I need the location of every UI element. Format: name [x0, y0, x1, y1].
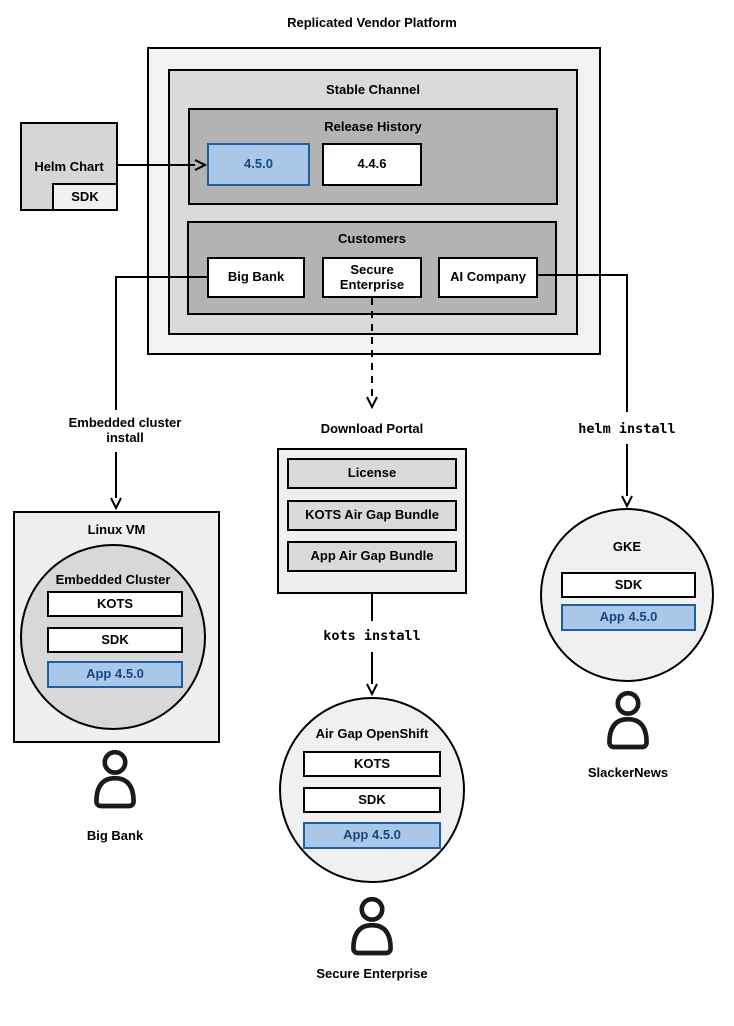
embedded-cluster-app-box: App 4.5.0 [47, 661, 183, 688]
customer-ai-company: AI Company [438, 257, 538, 298]
embedded-cluster-install-label: Embedded cluster install [68, 415, 182, 446]
big-bank-person-icon [94, 749, 136, 809]
download-portal-label: Download Portal [320, 421, 424, 436]
app-air-gap-bundle-box: App Air Gap Bundle [287, 541, 457, 572]
helm-install-label: helm install [578, 421, 676, 437]
customer-big-bank: Big Bank [207, 257, 305, 298]
linux-vm-label: Linux VM [87, 522, 146, 537]
kots-install-label: kots install [323, 628, 421, 644]
gke-label: GKE [612, 539, 642, 554]
customer-secure-enterprise: Secure Enterprise [322, 257, 422, 298]
slackernews-person-icon [607, 690, 649, 750]
secure-enterprise-user-label: Secure Enterprise [316, 966, 428, 981]
openshift-kots-box: KOTS [303, 751, 441, 777]
slackernews-user-label: SlackerNews [587, 765, 669, 780]
release-4-4-6: 4.4.6 [322, 143, 422, 186]
stable-channel-label: Stable Channel [326, 82, 420, 97]
license-box: License [287, 458, 457, 489]
helm-chart-sdk-box: SDK [52, 183, 118, 211]
helm-chart-label: Helm Chart [34, 159, 104, 174]
release-4-5-0: 4.5.0 [207, 143, 310, 186]
embedded-cluster-sdk-box: SDK [47, 627, 183, 653]
secure-enterprise-person-icon [351, 896, 393, 956]
line-big-bank-to-label [115, 276, 207, 410]
openshift-sdk-box: SDK [303, 787, 441, 813]
gke-sdk-box: SDK [561, 572, 696, 598]
release-history-label: Release History [324, 119, 422, 134]
line-ai-company-to-label [538, 274, 628, 412]
embedded-cluster-label: Embedded Cluster [55, 572, 171, 587]
gke-app-box: App 4.5.0 [561, 604, 696, 631]
openshift-app-box: App 4.5.0 [303, 822, 441, 849]
diagram-title: Replicated Vendor Platform [287, 15, 457, 30]
customers-label: Customers [338, 231, 406, 246]
air-gap-openshift-label: Air Gap OpenShift [315, 726, 429, 741]
kots-air-gap-bundle-box: KOTS Air Gap Bundle [287, 500, 457, 531]
big-bank-user-label: Big Bank [86, 828, 144, 843]
embedded-cluster-kots-box: KOTS [47, 591, 183, 617]
